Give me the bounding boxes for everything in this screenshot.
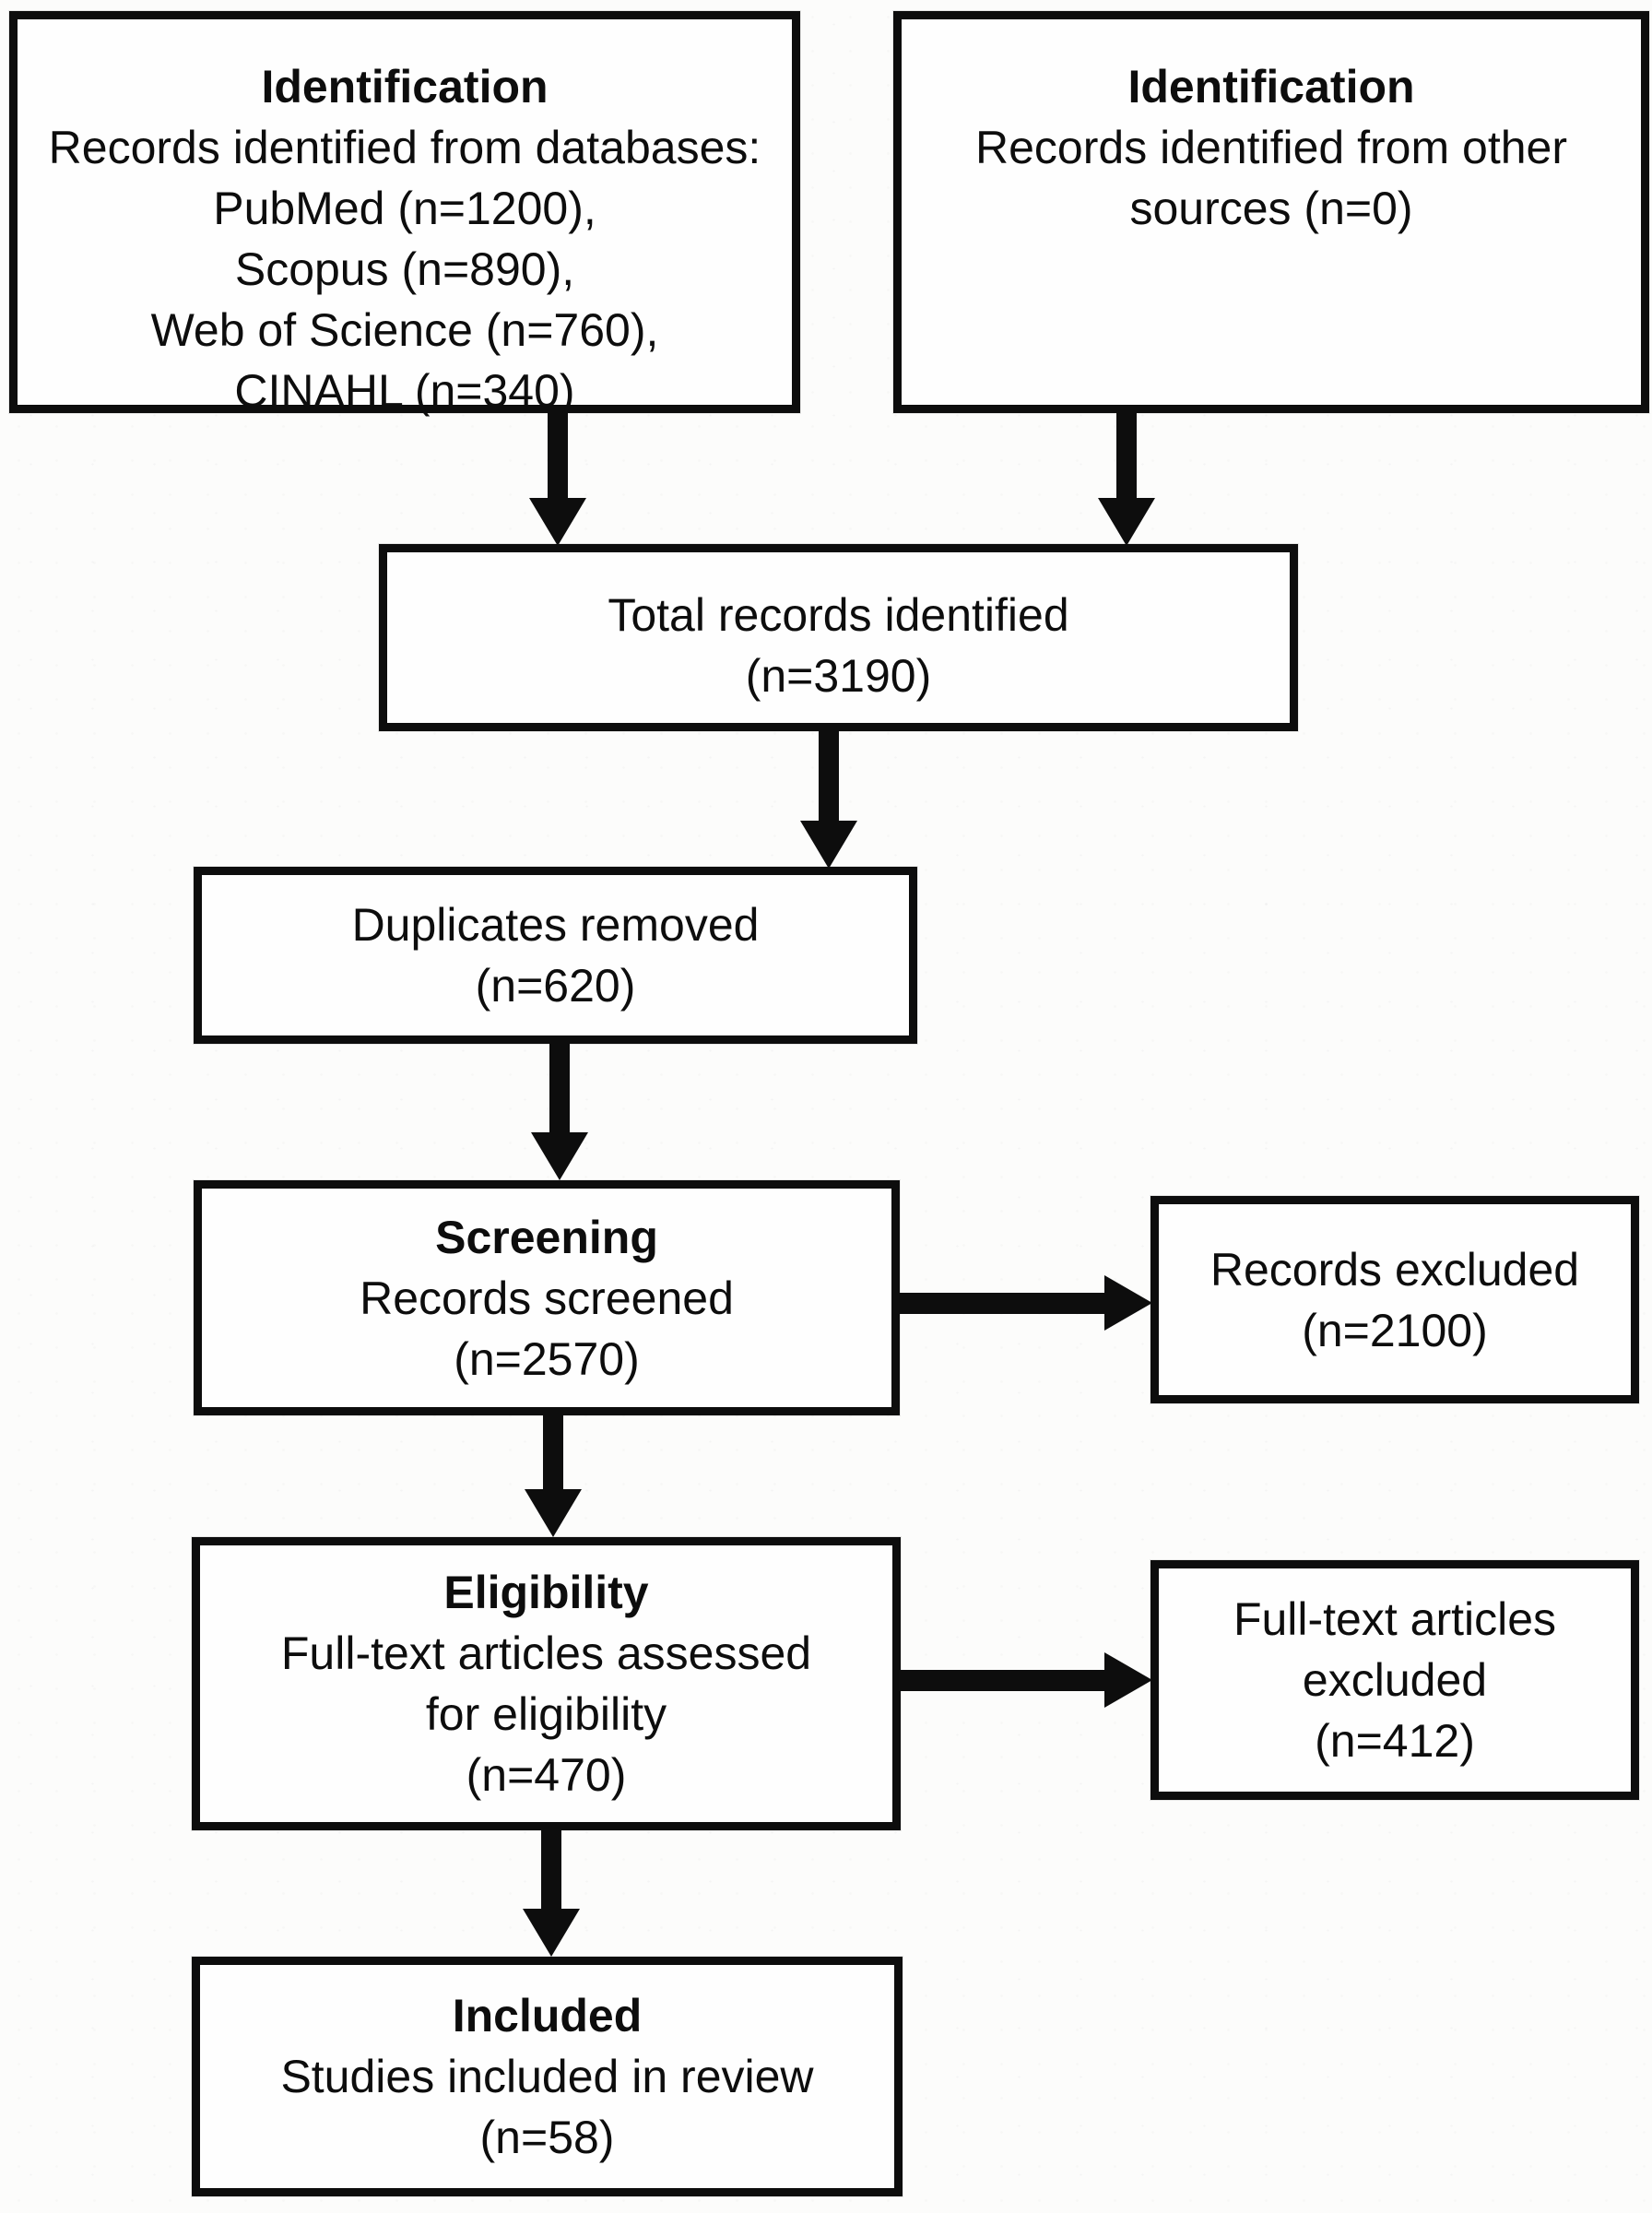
arrow-other-to-total-shaft: [1116, 413, 1137, 498]
box-line: (n=2570): [454, 1332, 640, 1385]
eligibility-box: Eligibility Full-text articles assessed …: [192, 1537, 901, 1830]
box-line: (n=470): [466, 1749, 627, 1801]
arrow-eligibility-to-included-shaft: [541, 1830, 561, 1909]
box-line: (n=3190): [745, 649, 932, 702]
box-line: excluded: [1302, 1654, 1488, 1706]
box-line: Studies included in review: [280, 2051, 814, 2102]
box-line: Total records identified: [608, 588, 1069, 641]
box-line: Records excluded: [1210, 1243, 1580, 1296]
box-line: Scopus (n=890),: [234, 243, 575, 295]
box-line: Records screened: [360, 1272, 734, 1324]
arrow-databases-to-total-shaft: [548, 413, 568, 498]
section-title: Included: [452, 1990, 643, 2041]
box-line: PubMed (n=1200),: [213, 183, 596, 234]
arrow-screening-to-excluded-shaft: [900, 1293, 1104, 1314]
box-line: Records identified from other: [975, 122, 1567, 173]
box-line: Full-text articles assessed: [280, 1627, 812, 1679]
box-line: (n=412): [1315, 1715, 1475, 1767]
section-title: Eligibility: [443, 1567, 649, 1618]
included-box: Included Studies included in review (n=5…: [192, 1957, 903, 2196]
total-records-box: Total records identified (n=3190): [379, 544, 1298, 731]
arrow-eligibility-to-ftexcluded-shaft: [901, 1670, 1104, 1691]
arrow-duplicates-to-screening-shaft: [549, 1044, 570, 1132]
section-title: Identification: [261, 61, 549, 112]
arrow-screening-to-excluded-head: [1104, 1275, 1152, 1331]
arrow-screening-to-eligibility-shaft: [543, 1415, 563, 1489]
box-line: Duplicates removed: [351, 899, 760, 951]
identification-databases-box: Identification Records identified from d…: [9, 11, 800, 417]
section-title: Screening: [435, 1211, 658, 1263]
box-line: (n=58): [479, 2112, 615, 2163]
arrow-total-to-duplicates-head: [800, 821, 857, 869]
arrow-other-to-total-head: [1098, 498, 1155, 546]
screening-box: Screening Records screened (n=2570): [194, 1180, 900, 1415]
identification-other-sources-box: Identification Records identified from o…: [893, 11, 1649, 413]
arrow-total-to-duplicates-shaft: [819, 731, 839, 821]
arrow-databases-to-total-head: [529, 498, 586, 546]
duplicates-removed-box: Duplicates removed (n=620): [194, 867, 917, 1044]
arrow-duplicates-to-screening-head: [531, 1132, 588, 1180]
box-line: sources (n=0): [1129, 183, 1413, 234]
box-line: Full-text articles: [1233, 1593, 1557, 1645]
arrow-eligibility-to-ftexcluded-head: [1104, 1652, 1152, 1708]
box-line: Records identified from databases:: [48, 122, 761, 173]
box-line: (n=620): [475, 960, 636, 1012]
box-line: CINAHL (n=340): [234, 365, 575, 417]
box-line: (n=2100): [1302, 1304, 1488, 1356]
section-title: Identification: [1127, 61, 1415, 112]
fulltext-excluded-box: Full-text articles excluded (n=412): [1150, 1560, 1639, 1800]
arrow-screening-to-eligibility-head: [525, 1489, 582, 1537]
records-excluded-box: Records excluded (n=2100): [1150, 1196, 1639, 1403]
box-line: for eligibility: [425, 1688, 667, 1740]
box-line: Web of Science (n=760),: [150, 304, 659, 356]
arrow-eligibility-to-included-head: [523, 1909, 580, 1957]
